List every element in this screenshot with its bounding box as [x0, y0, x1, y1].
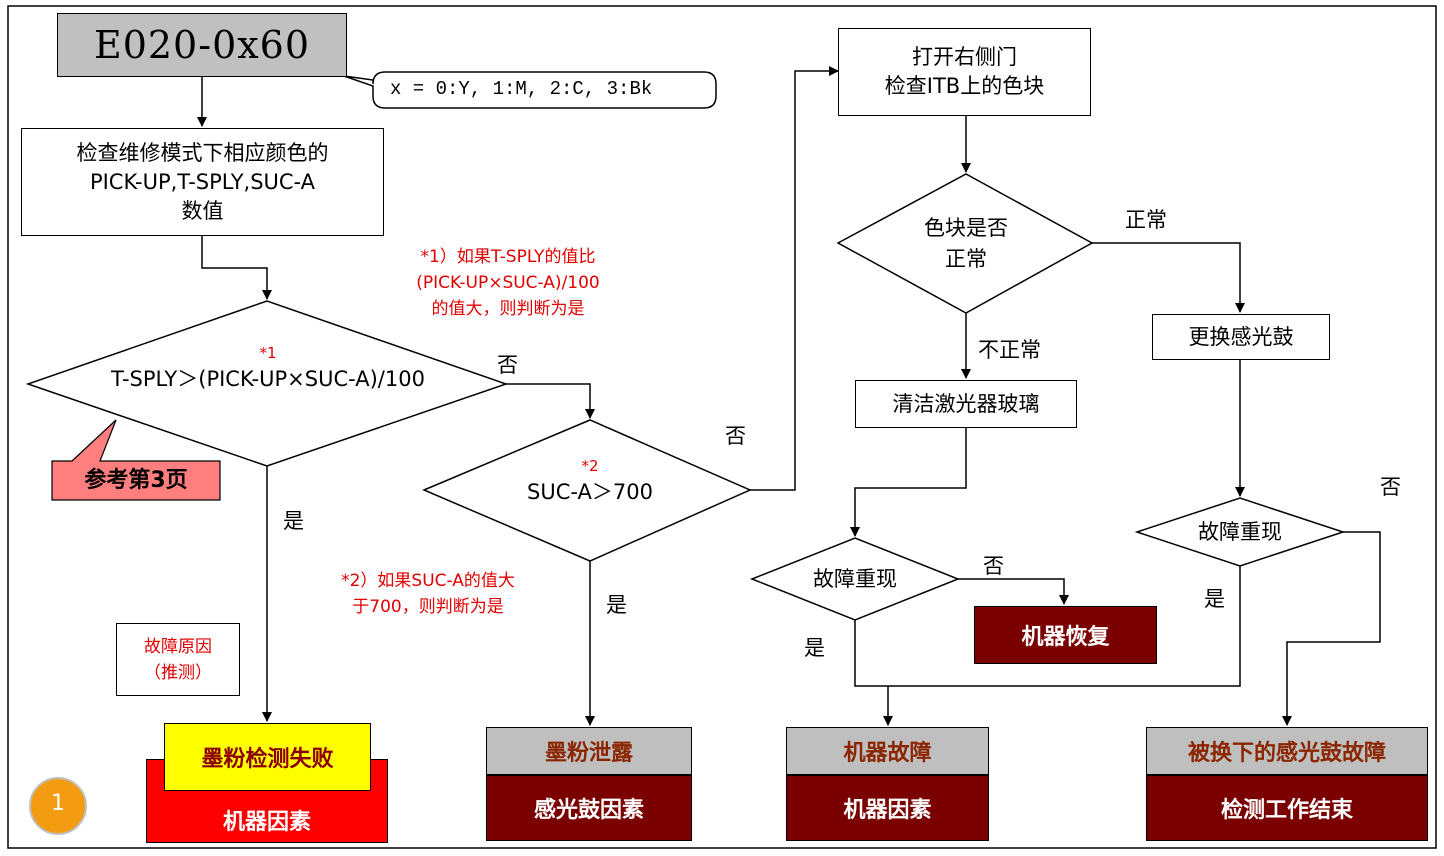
decision-recur2: 故障重现 [1198, 520, 1282, 544]
label-dec2-yes: 是 [606, 593, 627, 617]
cause-label: 故障原因 （推测） [116, 623, 240, 696]
result-4-bottom: 检测工作结束 [1146, 775, 1428, 841]
step-open-door: 打开右侧门 检查ITB上的色块 [838, 28, 1091, 116]
step-clean-glass: 清洁激光器玻璃 [855, 380, 1077, 428]
cause-label-line-2: （推测） [144, 662, 212, 683]
result-3-bottom: 机器因素 [786, 775, 989, 841]
page-frame [7, 5, 1437, 849]
result-machine-recover: 机器恢复 [974, 606, 1157, 664]
label-dec2-no: 否 [725, 424, 746, 448]
page-number: 1 [51, 791, 65, 816]
label-recur2-yes: 是 [1204, 587, 1225, 611]
result-4-top: 被换下的感光鼓故障 [1146, 727, 1428, 775]
decision-recur1: 故障重现 [813, 567, 897, 591]
error-code-title: E020-0x60 [57, 13, 347, 77]
result-3-top: 机器故障 [786, 727, 989, 775]
note-1-line-1: *1）如果T-SPLY的值比 [420, 247, 596, 267]
note-1-line-3: 的值大，则判断为是 [431, 299, 585, 319]
label-dec1-yes: 是 [283, 509, 304, 533]
color-note-bubble [343, 71, 717, 109]
step-check-line-1: 检查维修模式下相应颜色的 [76, 140, 329, 165]
decision-tsply-text: T-SPLY＞(PICK-UP×SUC-A)/100 [111, 367, 425, 391]
label-patch-normal: 正常 [1125, 208, 1167, 232]
decision-suca-text: SUC-A＞700 [527, 480, 653, 504]
label-patch-abnormal: 不正常 [978, 338, 1041, 362]
note-2-line-2: 于700，则判断为是 [352, 597, 504, 617]
note-1: *1）如果T-SPLY的值比 (PICK-UP×SUC-A)/100 的值大，则… [383, 244, 633, 322]
cause-label-line-1: 故障原因 [144, 636, 212, 657]
open-door-line-2: 检查ITB上的色块 [884, 74, 1045, 98]
result-2-bottom: 感光鼓因素 [486, 775, 692, 841]
label-recur1-yes: 是 [804, 636, 825, 660]
decision-suca: *2 SUC-A＞700 [490, 455, 690, 508]
decision-suca-tag: *2 [581, 457, 599, 475]
color-note-text: x = 0:Y, 1:M, 2:C, 3:Bk [390, 78, 653, 100]
step-check-values: 检查维修模式下相应颜色的 PICK-UP,T-SPLY,SUC-A 数值 [21, 128, 384, 236]
decision-patch-line-1: 色块是否 [924, 216, 1008, 240]
decision-tsply: *1 T-SPLY＞(PICK-UP×SUC-A)/100 [68, 342, 468, 395]
note-2-line-1: *2）如果SUC-A的值大 [341, 571, 515, 591]
result-2-top: 墨粉泄露 [486, 727, 692, 775]
page-number-circle [29, 777, 87, 835]
ref-page-label: 参考第3页 [84, 468, 188, 493]
result-1-top: 墨粉检测失败 [164, 723, 371, 791]
note-1-line-2: (PICK-UP×SUC-A)/100 [416, 273, 600, 293]
open-door-line-1: 打开右侧门 [912, 45, 1017, 69]
step-check-line-2: PICK-UP,T-SPLY,SUC-A [89, 169, 316, 194]
step-check-line-3: 数值 [181, 198, 224, 223]
step-replace-drum: 更换感光鼓 [1152, 314, 1330, 360]
decision-patch-line-2: 正常 [945, 247, 987, 271]
decision-tsply-tag: *1 [259, 344, 277, 362]
label-recur2-no: 否 [1380, 475, 1401, 499]
label-recur1-no: 否 [983, 554, 1004, 578]
note-2: *2）如果SUC-A的值大 于700，则判断为是 [318, 568, 538, 620]
label-dec1-no: 否 [497, 353, 518, 377]
ref-page-callout-shape [51, 419, 221, 501]
decision-patch: 色块是否 正常 [876, 213, 1056, 275]
